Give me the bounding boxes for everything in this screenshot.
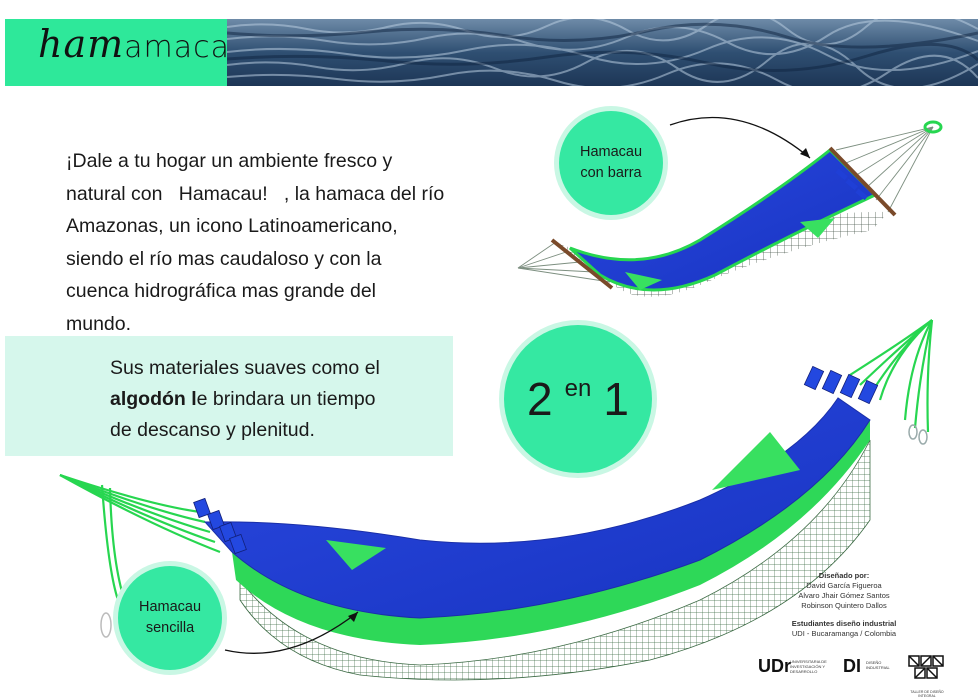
- credits-heading: Estudiantes diseño industrial: [791, 619, 897, 628]
- udi-logo-caption: UNIVERSITARIA DE INVESTIGACIÓN Y DESARRO…: [790, 659, 827, 674]
- logo-part-1: ham: [38, 22, 125, 66]
- materials-line: Sus materiales suaves como el: [110, 357, 380, 379]
- intro-line: siendo el río mas caudaloso y con la: [66, 247, 382, 270]
- badge-word: en: [564, 375, 592, 402]
- credits-heading: Diseñado por:: [818, 571, 870, 580]
- taller-logo-caption: TALLER DE DISEÑO INTEGRAL: [910, 690, 944, 698]
- materials-bold: algodón l: [110, 388, 197, 410]
- udi-logo: UDr: [758, 656, 792, 676]
- intro-line: Amazonas, un icono Latinoamericano,: [66, 215, 398, 237]
- badge-number: 1: [603, 373, 629, 425]
- credit-institution: UDI - Bucaramanga / Colombia: [791, 629, 897, 638]
- materials-line: algodón le brindara un tiempo: [110, 384, 440, 415]
- logo-banner: [5, 19, 227, 86]
- badge-number: 2: [527, 373, 553, 425]
- hammock-single: [59, 319, 934, 681]
- arrow-to-sencilla: [224, 611, 359, 654]
- logo-part-2: ama: [124, 30, 194, 65]
- badge-con-barra: Hamacau con barra: [559, 111, 663, 215]
- badge-label: sencilla: [145, 620, 195, 636]
- credit-name: David García Figueroa: [806, 581, 882, 590]
- intro-paragraph: ¡Dale a tu hogar un ambiente fresco y na…: [66, 145, 461, 340]
- arrow-to-barra: [669, 116, 811, 159]
- intro-line: cuenca hidrográfica mas grande del: [66, 280, 377, 302]
- badge-label: Hamacau: [138, 599, 202, 615]
- intro-line: ¡Dale a tu hogar un ambiente fresco y: [66, 150, 393, 172]
- badge-label: con barra: [580, 165, 642, 181]
- intro-line: mundo.: [66, 312, 132, 335]
- badge-2-en-1: 2 en 1: [504, 325, 652, 473]
- hammock-with-bar: [517, 120, 943, 297]
- materials-line: de descanso y plenitud.: [110, 419, 315, 441]
- badge-label: Hamacau: [579, 144, 643, 160]
- taller-logo-icon: [908, 655, 944, 679]
- credit-name: Robinson Quintero Dallos: [801, 601, 887, 610]
- materials-text: Sus materiales suaves como el algodón le…: [110, 353, 440, 446]
- di-logo: DI: [843, 656, 861, 676]
- materials-line-rest: e brindara un tiempo: [196, 388, 376, 410]
- credit-name: Alvaro Jhair Gómez Santos: [798, 591, 890, 600]
- badge-sencilla: Hamacau sencilla: [118, 566, 222, 670]
- di-logo-caption: DISEÑO INDUSTRIAL: [866, 660, 890, 670]
- intro-line: natural con Hamacau! , la hamaca del río: [66, 182, 445, 205]
- water-banner-image: [227, 19, 978, 86]
- credits-block: Diseñado por: David García Figueroa Alva…: [788, 571, 900, 639]
- materials-panel: [5, 336, 453, 456]
